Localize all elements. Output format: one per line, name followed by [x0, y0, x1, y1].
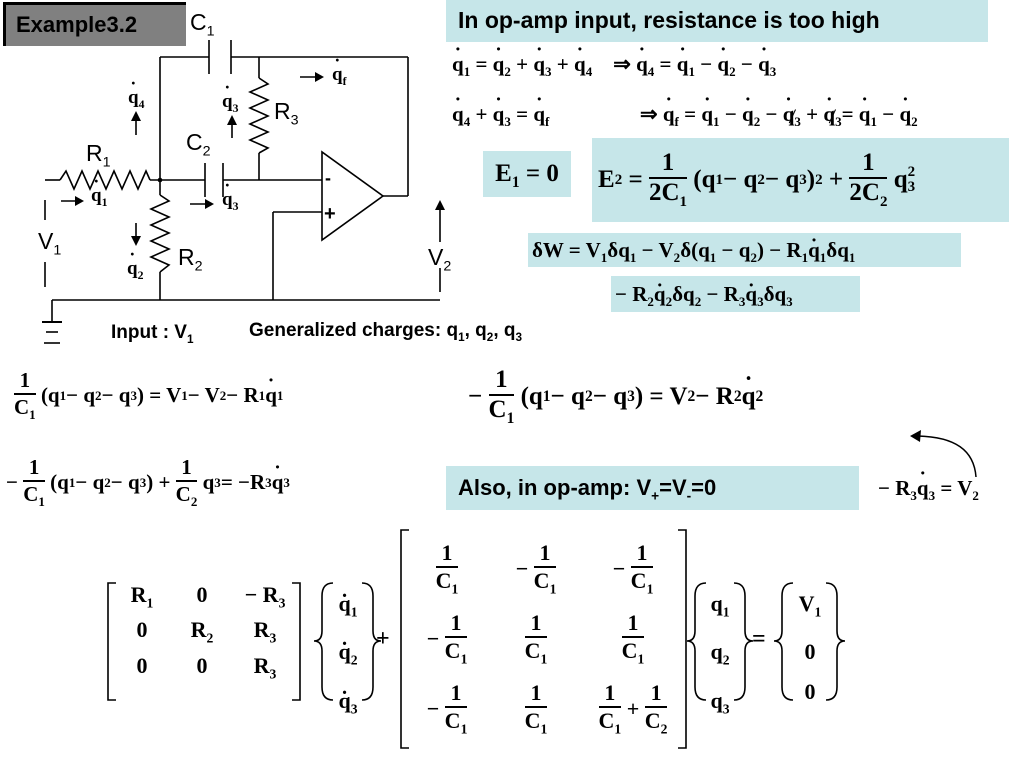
eq-delta-w-2: − R2q2δq2 − R3q3δq3	[611, 276, 860, 312]
label-c1: C1	[190, 9, 215, 40]
header-note: In op-amp input, resistance is too high	[446, 0, 988, 42]
eq-qf: ⇒ qf = q1 − q2 − q3 + q3= q1 − q2	[640, 102, 918, 130]
circuit-diagram	[42, 40, 445, 344]
label-r1: R1	[86, 140, 111, 171]
slide-title: Example3.2	[16, 12, 138, 37]
eq-current-sum: q1 = q2 + q3 + q4 ⇒ q4 = q1 − q2 − q3	[452, 52, 776, 80]
eq-e1-box: E1 = 0	[483, 151, 571, 197]
label-v2: V2	[428, 244, 452, 275]
header-note-text: In op-amp input, resistance is too high	[458, 7, 880, 33]
generalized-charges: Generalized charges: q1, q2, q3	[249, 320, 523, 344]
label-v1: V1	[38, 228, 62, 259]
label-q2dot: q2	[127, 258, 143, 283]
label-q3dot-mid: q3	[222, 189, 238, 214]
curved-arrow	[910, 430, 977, 478]
label-q3dot-top: q3	[222, 91, 238, 116]
eq-feedback: q4 + q3 = qf	[452, 102, 549, 130]
label-qfdot: qf	[332, 64, 347, 89]
eq-opamp-output: − R3q3 = V2	[878, 476, 979, 504]
eq-loop-1: 1C1 (q1 − q2 − q3) = V1 − V2 − R1q1	[14, 368, 283, 423]
vector-q: q1 q2 q3	[710, 591, 730, 717]
eq-loop-3: − 1C1 (q1 − q2 − q3) + 1C2 q3 = −R3q3	[6, 455, 290, 510]
vector-v: V1 0 0	[798, 591, 822, 705]
label-q1dot: q1	[91, 185, 107, 210]
opamp-plus: +	[324, 203, 336, 225]
label-r3: R3	[274, 98, 299, 129]
label-q4dot: q4	[128, 87, 144, 112]
eq-delta-w-1: δW = V1δq1 − V2δ(q1 − q2) − R1q1δq1	[528, 233, 961, 267]
also-note: Also, in op-amp: V+=V-=0	[446, 466, 859, 510]
vector-qdot: q1 q2 q3	[328, 584, 368, 729]
slide-title-box: Example3.2	[3, 2, 186, 46]
label-c2: C2	[186, 129, 211, 160]
label-r2: R2	[178, 244, 203, 275]
equals-sign: =	[752, 626, 766, 652]
opamp-minus: -	[325, 168, 331, 188]
plus-sign: +	[376, 626, 390, 652]
eq-loop-2: − 1C1 (q1 − q2 − q3) = V2 − R2q2	[468, 366, 763, 428]
input-label: Input : V1	[111, 322, 194, 346]
